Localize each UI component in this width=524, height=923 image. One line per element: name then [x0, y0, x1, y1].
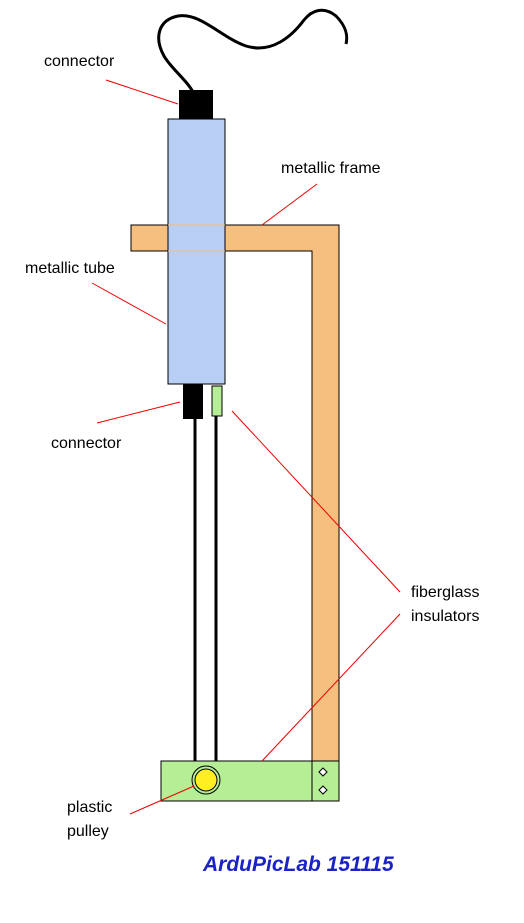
fiberglass-insulator-top: [211, 385, 223, 417]
label-pulley-line1: plastic: [67, 799, 113, 816]
label-metallic-tube: metallic tube: [25, 260, 115, 277]
label-connector-bottom: connector: [51, 435, 122, 452]
credit-text: ArduPicLab 151115: [203, 853, 394, 876]
fiberglass-insulator-bottom: [160, 760, 340, 802]
label-metallic-frame: metallic frame: [281, 160, 381, 177]
cable: [157, 8, 349, 99]
label-fiberglass-line2: insulators: [411, 608, 480, 625]
label-pulley-line2: pulley: [67, 823, 109, 840]
connector-bottom: [183, 384, 203, 419]
leader-lines: [91, 79, 401, 815]
connector-top: [179, 90, 213, 120]
label-connector-top: connector: [44, 53, 115, 70]
plastic-pulley: [191, 765, 221, 795]
label-fiberglass-line1: fiberglass: [411, 584, 480, 601]
bolt-icon: [318, 767, 328, 795]
